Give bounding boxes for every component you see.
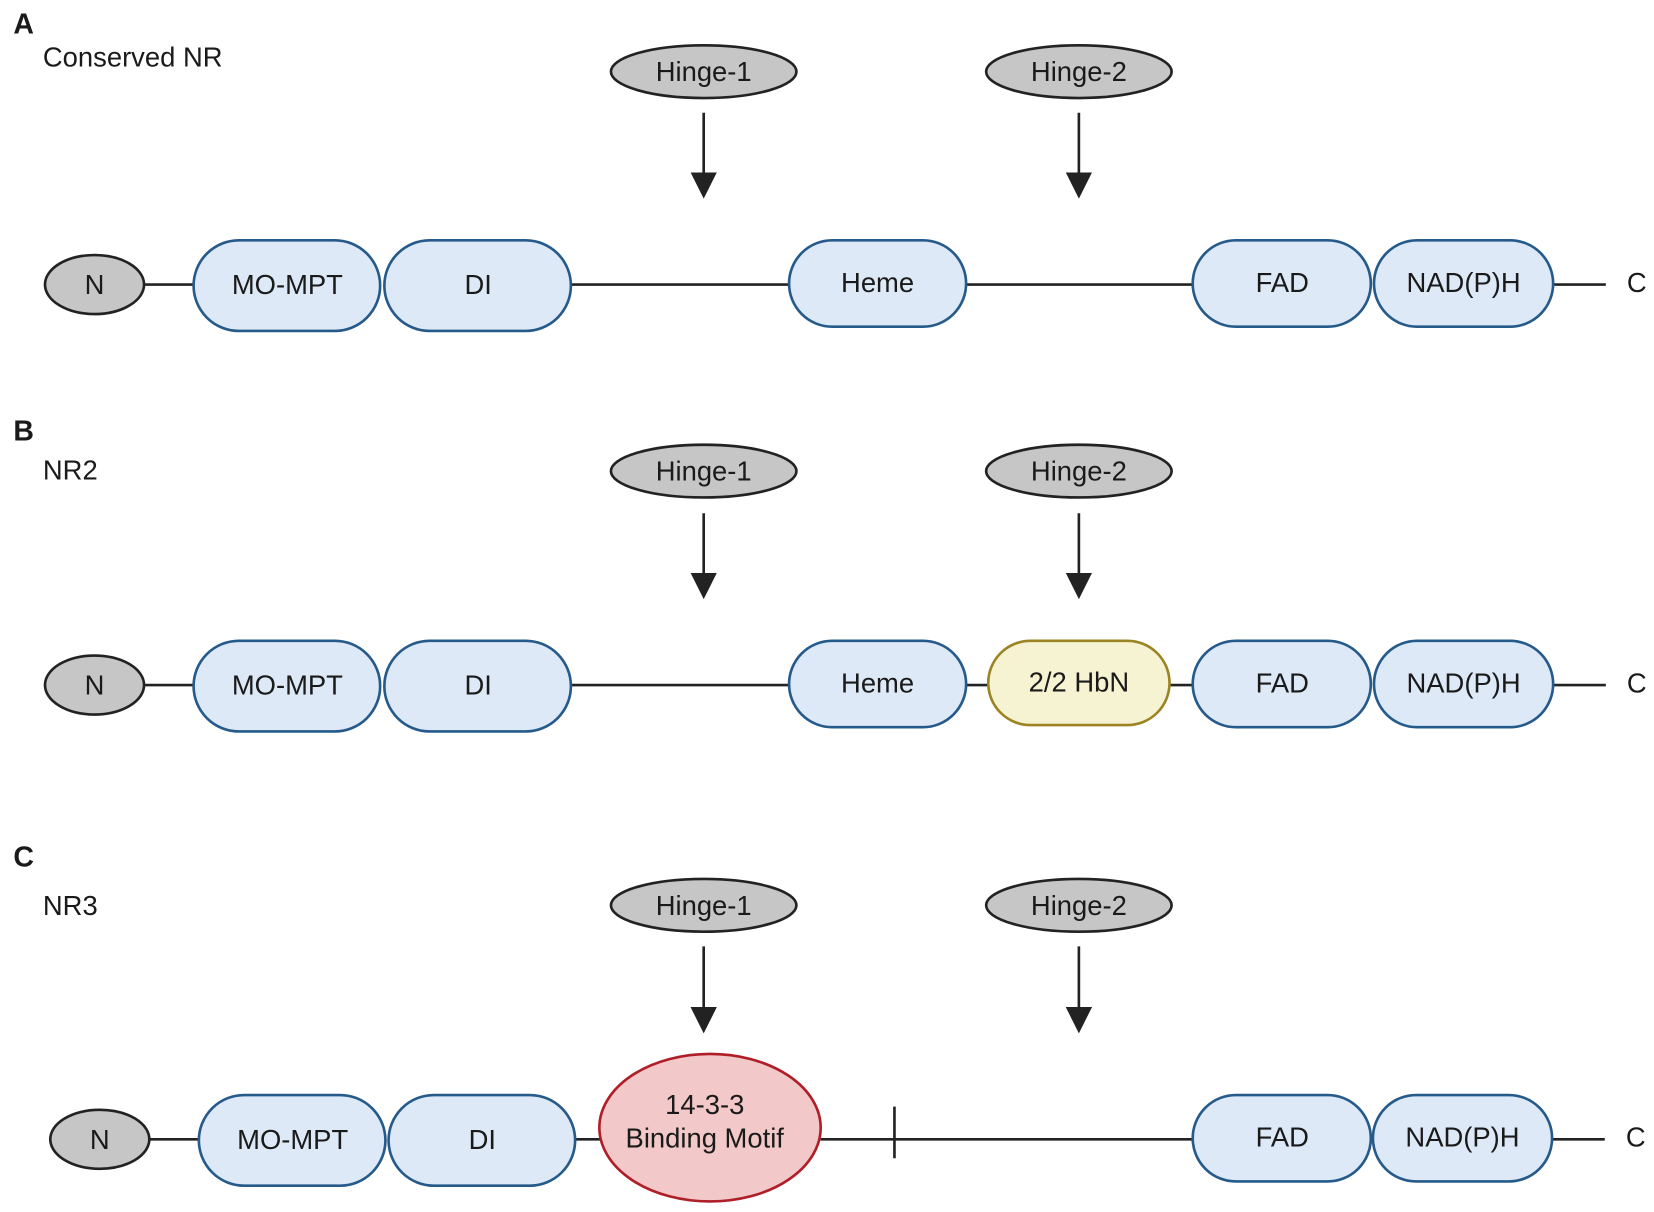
n-label: N (90, 1124, 110, 1155)
hinge-2-label: Hinge-2 (1031, 56, 1127, 87)
domain-fad: FAD (1191, 1093, 1373, 1183)
hinge-2-marker: Hinge-2 (984, 443, 1173, 600)
domain-label: DI (464, 269, 491, 300)
panel-b: B NR2 Hinge-1 Hinge-2 N MO-MPT DI Heme 2… (13, 416, 1647, 733)
panel-letter: B (13, 416, 34, 448)
panel-a: A Conserved NR Hinge-1 Hinge-2 N MO-MPT … (13, 9, 1647, 333)
hinge-1-label: Hinge-1 (656, 56, 752, 87)
n-label: N (85, 269, 105, 300)
domain-label: DI (469, 1124, 496, 1155)
domain-label: MO-MPT (232, 269, 343, 300)
c-terminus: C (1627, 267, 1647, 298)
domain-label: NAD(P)H (1407, 267, 1521, 298)
c-terminus: C (1627, 667, 1647, 698)
domain-label: Heme (841, 667, 914, 698)
domain-mompt: MO-MPT (192, 238, 382, 333)
hinge-1-marker: Hinge-1 (609, 44, 798, 199)
domain-label: MO-MPT (237, 1124, 348, 1155)
panel-letter: A (13, 9, 34, 41)
domain-mompt: MO-MPT (197, 1093, 387, 1187)
domain-hbn: 2/2 HbN (986, 639, 1171, 727)
domain-label: DI (464, 670, 491, 701)
domain-mompt: MO-MPT (192, 639, 382, 733)
domain-di: DI (383, 639, 573, 733)
c-terminus: C (1626, 1122, 1646, 1153)
hinge-1-label: Hinge-1 (656, 456, 752, 487)
hinge-1-marker: Hinge-1 (609, 877, 798, 1034)
panel-title: NR2 (43, 455, 98, 486)
domain-label: NAD(P)H (1405, 1122, 1519, 1153)
motif-label: 14-3-3 (665, 1089, 744, 1120)
panel-c: C NR3 Hinge-1 Hinge-2 N MO-MPT DI 14-3-3… (13, 841, 1646, 1203)
domain-label: MO-MPT (232, 670, 343, 701)
domain-label: NAD(P)H (1407, 667, 1521, 698)
motif-label: Binding Motif (626, 1123, 785, 1154)
panel-title: Conserved NR (43, 41, 223, 72)
domain-heme: Heme (787, 639, 968, 729)
hinge-2-label: Hinge-2 (1031, 890, 1127, 921)
domain-fad: FAD (1191, 238, 1373, 329)
n-terminus: N (48, 1108, 151, 1171)
domain-label: 2/2 HbN (1029, 666, 1129, 697)
domain-heme: Heme (787, 238, 968, 329)
hinge-2-label: Hinge-2 (1031, 456, 1127, 487)
domain-label: FAD (1256, 267, 1309, 298)
hinge-2-marker: Hinge-2 (984, 877, 1173, 1034)
domain-nadph: NAD(P)H (1372, 238, 1555, 329)
n-label: N (85, 670, 105, 701)
domain-fad: FAD (1191, 639, 1373, 729)
domain-nadph: NAD(P)H (1372, 639, 1555, 729)
domain-di: DI (383, 238, 573, 333)
panel-letter: C (13, 841, 34, 873)
domain-nadph: NAD(P)H (1371, 1093, 1554, 1183)
hinge-1-label: Hinge-1 (656, 890, 752, 921)
domain-label: FAD (1256, 1122, 1309, 1153)
panel-title: NR3 (43, 890, 98, 921)
domain-label: Heme (841, 267, 914, 298)
hinge-2-marker: Hinge-2 (984, 44, 1173, 199)
domain-di: DI (387, 1093, 577, 1187)
hinge-1-marker: Hinge-1 (609, 443, 798, 600)
domain-label: FAD (1256, 667, 1309, 698)
n-terminus: N (43, 654, 146, 716)
n-terminus: N (43, 253, 146, 316)
